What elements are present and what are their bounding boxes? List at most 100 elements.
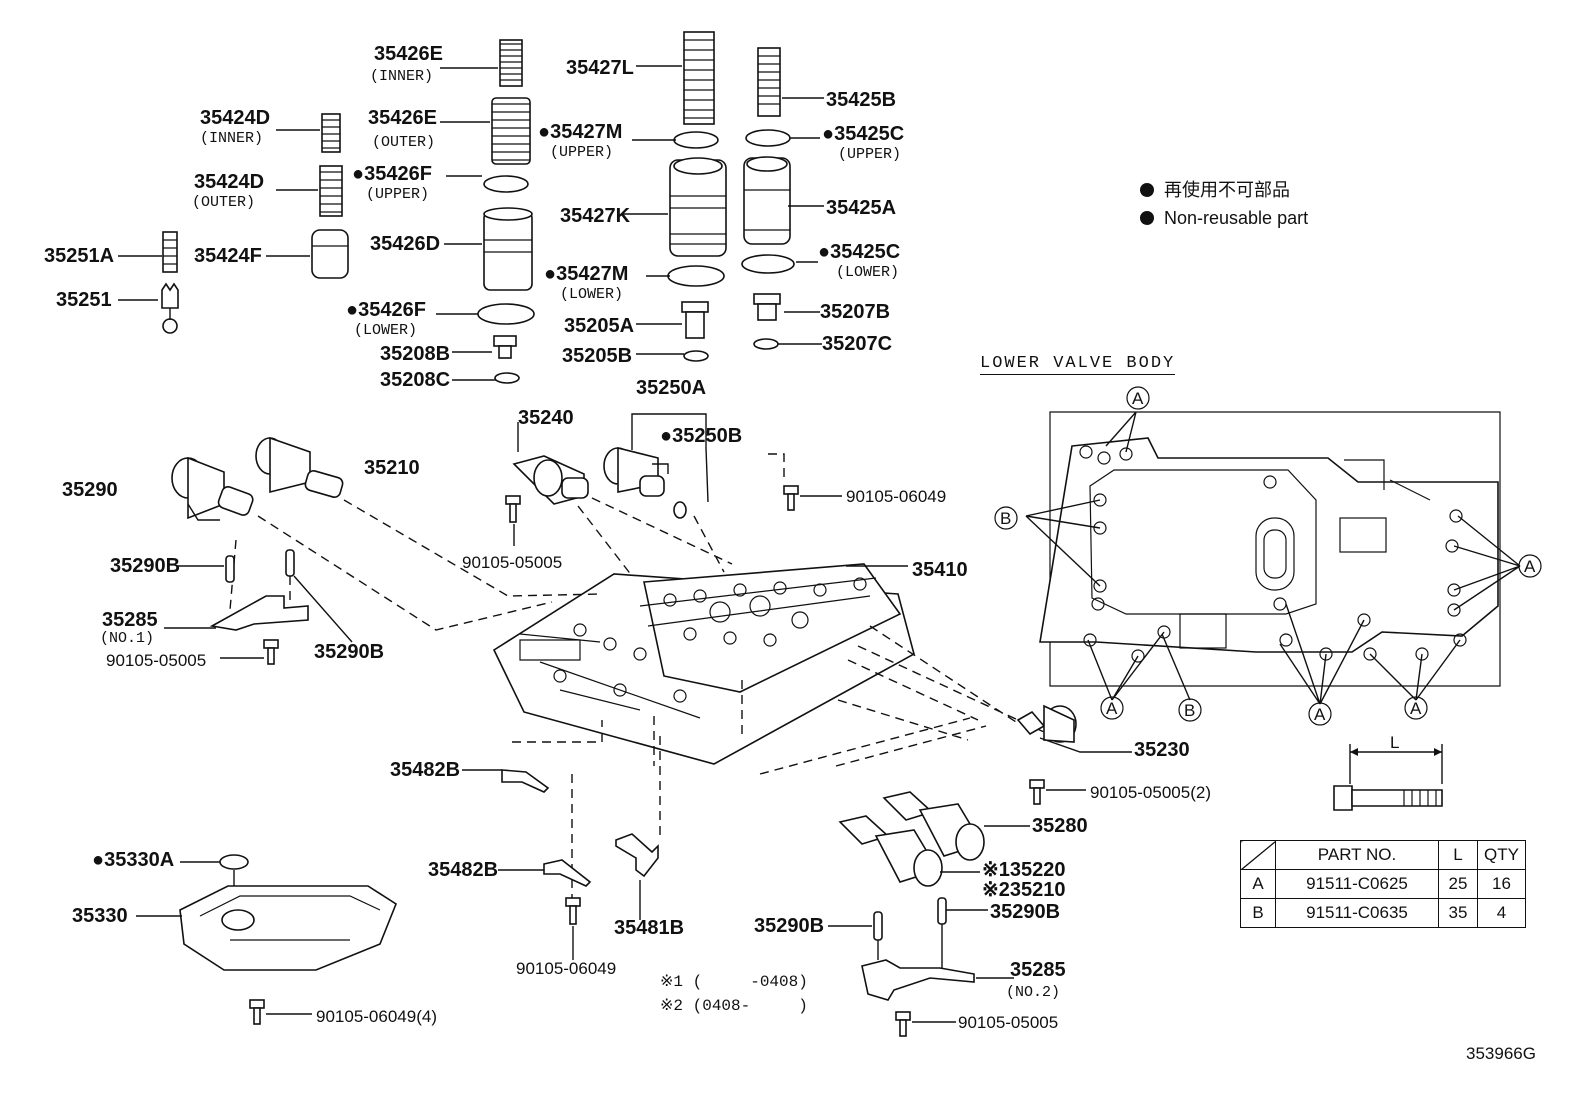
bolt-dimension-drawing xyxy=(1333,744,1443,811)
sleeve-35426D xyxy=(483,207,533,291)
label-35424D-inner: 35424D xyxy=(200,107,270,129)
bracket-35285-no1 xyxy=(209,595,309,631)
label-sub: (NO.1) xyxy=(100,630,154,647)
table-header-row: PART NO. L QTY xyxy=(1240,840,1526,870)
label-90105-05005-bottom: 90105-05005 xyxy=(958,1013,1058,1032)
sleeve-35427K xyxy=(669,157,727,257)
label-sub: (INNER) xyxy=(200,130,263,147)
label-35251: 35251 xyxy=(56,289,112,311)
solenoid-35240 xyxy=(512,455,589,505)
label-35427L: 35427L xyxy=(566,57,634,79)
label-35427K: 35427K xyxy=(560,205,631,227)
table-cell: 35 xyxy=(1438,898,1478,928)
label-35207C: 35207C xyxy=(822,333,892,355)
label-35290B: 35290B xyxy=(110,555,180,577)
marker-a: A xyxy=(1524,557,1536,576)
label-sub: (UPPER) xyxy=(838,146,901,163)
bolt-90105-06049-top xyxy=(783,485,799,511)
label-35230: 35230 xyxy=(1134,739,1190,761)
label-35482B: 35482B xyxy=(390,759,460,781)
label-sub: (OUTER) xyxy=(192,194,255,211)
label-sub: (LOWER) xyxy=(560,286,623,303)
marker-b: B xyxy=(1184,701,1195,720)
label-35285-no1: 35285 xyxy=(102,609,158,631)
label-35427M-upper: ●35427M xyxy=(538,121,622,143)
label-sub: (LOWER) xyxy=(354,322,417,339)
solenoid-35230 xyxy=(1016,704,1132,753)
label-35330: 35330 xyxy=(72,905,128,927)
marker-a: A xyxy=(1410,699,1422,718)
label-90105-06049-bottom: 90105-06049 xyxy=(516,959,616,978)
pin-35290B-4 xyxy=(937,897,947,925)
label-35240: 35240 xyxy=(518,407,574,429)
bolt-90105-05005-bottom xyxy=(895,1011,911,1037)
bolt-90105-06049-bottom xyxy=(565,897,581,925)
label-35251A: 35251A xyxy=(44,245,114,267)
bracket-35481B xyxy=(615,833,659,878)
label-35290B: 35290B xyxy=(990,901,1060,923)
label-35285-no2: 35285 xyxy=(1010,959,1066,981)
label-35250B: ●35250B xyxy=(660,425,742,447)
pin-35290B-3 xyxy=(873,911,883,941)
marker-a: A xyxy=(1132,389,1144,408)
table-header-cell xyxy=(1240,840,1276,870)
table-cell: A xyxy=(1240,869,1276,899)
plug-35208B xyxy=(493,335,517,359)
plunger-35424F xyxy=(311,229,349,279)
label-35205B: 35205B xyxy=(562,345,632,367)
label-35425C-lower: ●35425C xyxy=(818,241,900,263)
bolt-90105-05005-mid xyxy=(505,495,521,523)
table-cell: B xyxy=(1240,898,1276,928)
label-sub: (NO.2) xyxy=(1006,984,1060,1001)
oring-35425C-lower xyxy=(741,254,795,274)
oring-35425C-upper xyxy=(745,129,791,147)
oring-35426F-lower xyxy=(477,303,535,325)
label-35424F: 35424F xyxy=(194,245,262,267)
spring-35426E-outer xyxy=(491,97,531,165)
notes: ※1 ( -0408) ※2 (0408- ) xyxy=(660,970,808,1018)
clip-35208C xyxy=(494,372,520,384)
legend: 再使用不可部品 Non-reusable part xyxy=(1140,176,1308,232)
spring-35251A xyxy=(162,231,178,273)
label-90105-05005-left: 90105-05005 xyxy=(106,651,206,670)
label-90105-06049-x4: 90105-06049(4) xyxy=(316,1007,437,1026)
label-90105-05005-x2: 90105-05005(2) xyxy=(1090,783,1211,802)
legend-text: 再使用不可部品 xyxy=(1164,180,1290,200)
label-sub: (LOWER) xyxy=(836,264,899,281)
table-row: A 91511-C0625 25 16 xyxy=(1240,869,1526,899)
table-cell: 4 xyxy=(1477,898,1526,928)
plug-35205A xyxy=(681,301,709,339)
oring-35250B xyxy=(673,501,687,519)
valve-35251 xyxy=(161,282,179,334)
table-row: B 91511-C0635 35 4 xyxy=(1240,898,1526,928)
lower-valve-body-drawing xyxy=(994,386,1542,726)
marker-a: A xyxy=(1314,705,1326,724)
marker-a: A xyxy=(1106,699,1118,718)
spring-35427L xyxy=(683,31,715,125)
label-sub: (UPPER) xyxy=(550,144,613,161)
label-35210-note2: ※235210 xyxy=(982,879,1066,901)
label-35425C-upper: ●35425C xyxy=(822,123,904,145)
note-1: ※1 ( -0408) xyxy=(660,973,808,991)
label-35208B: 35208B xyxy=(380,343,450,365)
bolt-90105-06049-x4 xyxy=(249,999,265,1025)
bracket-35285-no2 xyxy=(861,959,975,1001)
marker-b: B xyxy=(1000,509,1011,528)
legend-item-en: Non-reusable part xyxy=(1140,204,1308,232)
label-35426D: 35426D xyxy=(370,233,440,255)
oring-35426F-upper xyxy=(483,175,529,193)
label-sub: (INNER) xyxy=(370,68,433,85)
table-header-cell: L xyxy=(1438,840,1478,870)
legend-item-jp: 再使用不可部品 xyxy=(1140,176,1308,204)
table-header-cell: QTY xyxy=(1477,840,1526,870)
valve-body-35410 xyxy=(492,563,915,765)
label-35290B: 35290B xyxy=(314,641,384,663)
label-35424D-outer: 35424D xyxy=(194,171,264,193)
lower-valve-body-title: LOWER VALVE BODY xyxy=(980,354,1176,375)
label-35330A: ●35330A xyxy=(92,849,174,871)
label-sub: (UPPER) xyxy=(366,186,429,203)
legend-text: Non-reusable part xyxy=(1164,208,1309,228)
part-labels: 35426E (INNER) 35424D (INNER) 35426E (OU… xyxy=(44,43,1536,1032)
bracket-35482B-1 xyxy=(501,769,550,793)
label-35208C: 35208C xyxy=(380,369,450,391)
